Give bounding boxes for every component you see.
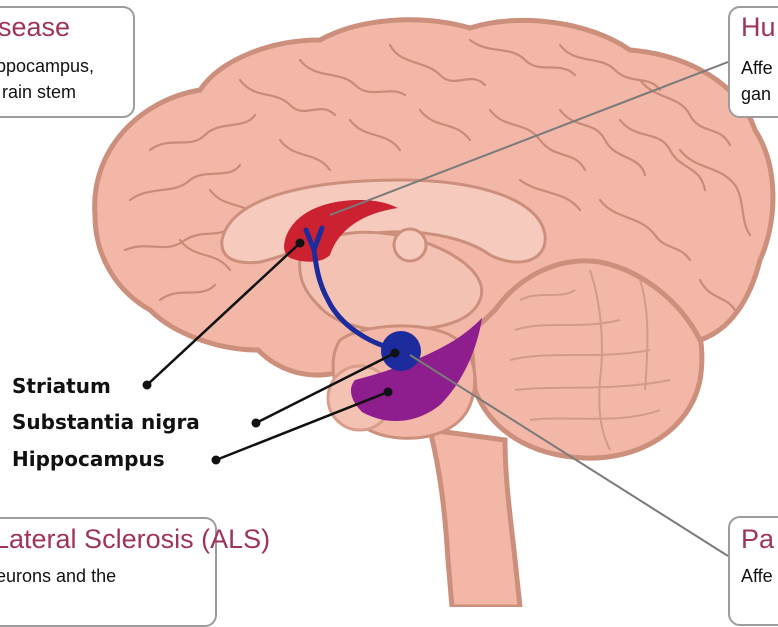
callout-als-line-1: eurons and the <box>0 566 116 588</box>
leader-dot-substantia-nigra <box>252 419 261 428</box>
leader-dot-hippocampus-end <box>384 388 393 397</box>
callout-alzheimers-title: sease <box>0 12 70 43</box>
callout-parkinsons-line-1: Affe <box>741 566 773 588</box>
leader-dot-striatum <box>143 381 152 390</box>
leader-dot-striatum-end <box>296 239 305 248</box>
label-striatum: Striatum <box>12 374 111 398</box>
callout-alzheimers-line-2: rain stem <box>2 82 76 104</box>
label-hippocampus: Hippocampus <box>12 447 165 471</box>
callout-als-title: Lateral Sclerosis (ALS) <box>0 524 270 555</box>
callout-huntingtons-line-1: Affe <box>741 58 773 80</box>
label-substantia-nigra: Substantia nigra <box>12 410 200 434</box>
substantia-nigra-region <box>381 331 421 371</box>
thalamus-nucleus <box>394 229 426 261</box>
callout-huntingtons-title: Hu <box>741 12 776 43</box>
callout-alzheimers-line-1: ppocampus, <box>0 56 94 78</box>
callout-huntingtons-line-2: gan <box>741 84 771 106</box>
brain-stem <box>430 430 520 607</box>
callout-parkinsons-title: Pa <box>741 524 774 555</box>
leader-dot-hippocampus <box>212 456 221 465</box>
leader-dot-substantia-nigra-end <box>391 349 400 358</box>
